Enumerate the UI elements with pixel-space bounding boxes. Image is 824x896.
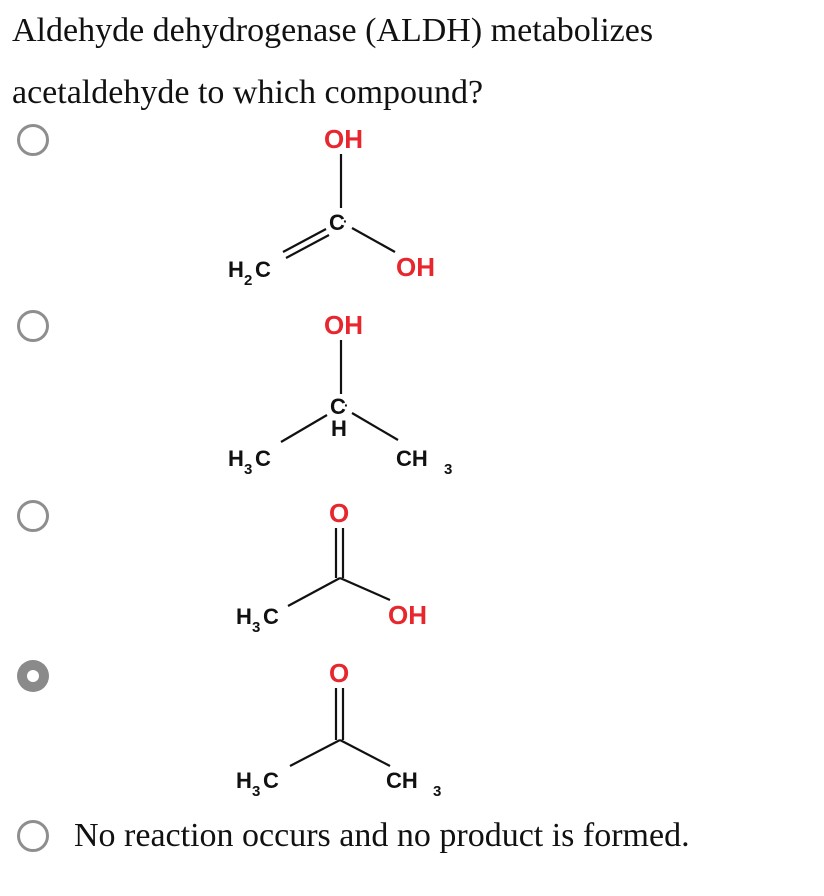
opt2-center-h: H bbox=[331, 416, 347, 441]
opt2-right-ch: CH bbox=[396, 446, 428, 471]
opt2-center-dot: · bbox=[344, 397, 349, 413]
opt2-top-oh: OH bbox=[324, 310, 363, 340]
opt4-top-o: O bbox=[329, 658, 349, 688]
opt1-center-c: C bbox=[329, 210, 345, 235]
option-3-structure: O OH H 3 C bbox=[236, 498, 427, 636]
opt2-bond-left bbox=[280, 414, 328, 443]
option-5-radio[interactable] bbox=[17, 820, 49, 852]
opt2-left-h: H bbox=[228, 446, 244, 471]
opt2-right-sub: 3 bbox=[444, 461, 452, 478]
question-line-2: acetaldehyde to which compound? bbox=[12, 74, 484, 111]
opt1-left-h: H bbox=[228, 257, 244, 282]
opt4-left-h: H bbox=[236, 768, 252, 793]
opt1-bond-left-b bbox=[285, 234, 330, 259]
opt2-bond-right bbox=[351, 412, 399, 441]
opt3-bond-right bbox=[339, 576, 391, 602]
opt4-left-sub: 3 bbox=[252, 783, 260, 800]
opt1-left-sub: 2 bbox=[244, 272, 252, 289]
option-3-radio[interactable] bbox=[17, 500, 49, 532]
opt3-left-c: C bbox=[263, 604, 279, 629]
opt4-bond-left bbox=[289, 739, 341, 767]
opt3-top-o: O bbox=[329, 498, 349, 528]
opt4-bond-right bbox=[339, 739, 391, 767]
option-1-radio[interactable] bbox=[17, 124, 49, 156]
opt3-left-sub: 3 bbox=[252, 619, 260, 636]
opt1-bond-left-a bbox=[282, 228, 327, 253]
opt1-bond-right bbox=[351, 227, 396, 253]
option-2-radio[interactable] bbox=[17, 310, 49, 342]
option-4-radio[interactable] bbox=[17, 660, 49, 692]
option-4-structure: O CH 3 H 3 C bbox=[236, 658, 441, 800]
option-2-structure: OH C · H CH 3 H 3 C bbox=[228, 310, 452, 478]
opt2-left-c: C bbox=[255, 446, 271, 471]
question-line-1: Aldehyde dehydrogenase (ALDH) metabolize… bbox=[12, 12, 654, 49]
option-5-label: No reaction occurs and no product is for… bbox=[74, 817, 690, 854]
opt4-right-ch: CH bbox=[386, 768, 418, 793]
opt2-center-c: C bbox=[330, 394, 346, 419]
opt3-right-oh: OH bbox=[388, 600, 427, 630]
opt1-top-oh: OH bbox=[324, 124, 363, 154]
opt3-bond-left bbox=[287, 577, 341, 607]
opt3-left-h: H bbox=[236, 604, 252, 629]
opt1-center-dot: · bbox=[343, 213, 348, 229]
opt4-right-sub: 3 bbox=[433, 783, 441, 800]
opt1-right-oh: OH bbox=[396, 252, 435, 282]
opt1-left-c: C bbox=[255, 257, 271, 282]
opt4-left-c: C bbox=[263, 768, 279, 793]
opt2-left-sub: 3 bbox=[244, 461, 252, 478]
question-text: Aldehyde dehydrogenase (ALDH) metabolize… bbox=[12, 0, 812, 124]
option-1-structure: OH C · OH H 2 C bbox=[228, 124, 435, 289]
